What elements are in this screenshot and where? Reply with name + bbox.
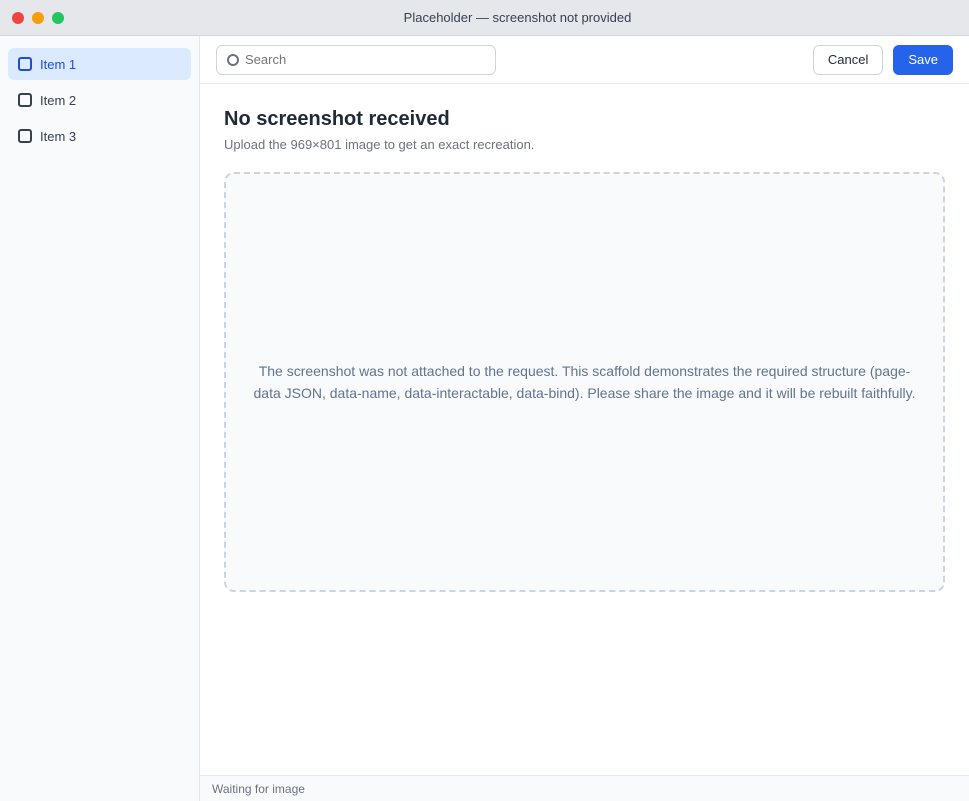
title-bar: Placeholder — screenshot not provided [0,0,969,36]
window-controls [12,11,64,24]
window-title: Placeholder — screenshot not provided [403,10,632,25]
toolbar: Cancel Save [200,36,969,84]
content-area: No screenshot received Upload the 969×80… [200,84,969,775]
sidebar-item-label: Item 2 [40,92,77,108]
sidebar: Item 1 Item 2 Item 3 [0,36,200,801]
page-subtitle: Upload the 969×801 image to get an exact… [224,137,535,152]
placeholder-panel: The screenshot was not attached to the r… [224,172,945,592]
square-icon [18,129,32,143]
sidebar-item-label: Item 3 [40,128,77,144]
square-icon [18,93,32,107]
window-body: Item 1 Item 2 Item 3 Cancel Save [0,36,969,801]
close-window-button[interactable] [12,11,24,24]
minimize-window-button[interactable] [32,11,44,24]
save-button[interactable]: Save [893,44,953,75]
placeholder-text: The screenshot was not attached to the r… [253,362,916,401]
maximize-window-button[interactable] [52,11,64,24]
search-icon [227,53,239,66]
main-panel: Cancel Save No screenshot received Uploa… [200,36,969,801]
sidebar-item-label: Item 1 [40,56,77,72]
search-input[interactable] [245,52,485,67]
cancel-button[interactable]: Cancel [812,44,884,75]
sidebar-item-3[interactable]: Item 3 [8,120,191,152]
square-icon [18,57,32,71]
page-title: No screenshot received [224,108,450,130]
sidebar-item-1[interactable]: Item 1 [8,48,191,80]
status-bar: Waiting for image [200,775,969,801]
status-text: Waiting for image [212,781,305,796]
sidebar-item-2[interactable]: Item 2 [8,84,191,116]
search-box[interactable] [216,44,496,75]
